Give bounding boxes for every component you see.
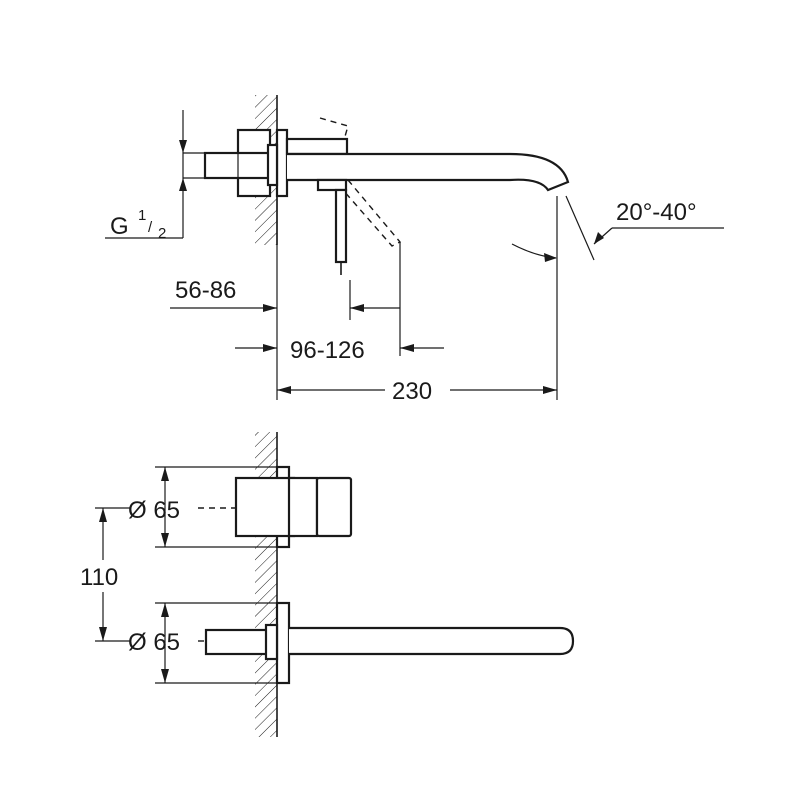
dim-lower-diameter: Ø 65 bbox=[128, 602, 277, 684]
dim-lever-depth-label: 96-126 bbox=[290, 337, 365, 364]
dim-center-distance-label: 110 bbox=[80, 564, 118, 591]
dim-angle: 20°-40° bbox=[511, 195, 724, 262]
thread-label-sub: 2 bbox=[158, 225, 166, 242]
dim-lever-depth: 96-126 bbox=[235, 242, 444, 364]
front-view: Ø 65 110 Ø 65 bbox=[80, 432, 575, 737]
spout bbox=[287, 152, 570, 192]
thread-label-main: G bbox=[110, 213, 129, 240]
thread-label-sup: 1 bbox=[138, 207, 146, 224]
dim-upper-diameter-label: Ø 65 bbox=[128, 497, 180, 524]
dim-mount-depth-label: 56-86 bbox=[175, 277, 236, 304]
lever-rotated-dashed bbox=[319, 117, 402, 247]
dim-upper-diameter: Ø 65 bbox=[128, 466, 277, 548]
thread-label-slash: / bbox=[148, 219, 153, 236]
dim-spout-length: 230 bbox=[277, 196, 558, 405]
thread-dimension: G 1 / 2 bbox=[105, 110, 205, 242]
dim-spout-length-label: 230 bbox=[392, 378, 432, 405]
dim-lower-diameter-label: Ø 65 bbox=[128, 629, 180, 656]
lever bbox=[316, 178, 348, 275]
lever-housing bbox=[285, 137, 349, 156]
dim-mount-depth: 56-86 bbox=[170, 196, 400, 400]
lower-assembly bbox=[204, 601, 575, 685]
upper-assembly bbox=[234, 465, 353, 549]
side-view: G 1 / 2 56-86 96-126 bbox=[105, 95, 724, 405]
dim-center-distance: 110 bbox=[80, 507, 130, 642]
wall-plate bbox=[275, 128, 289, 198]
wall-plate-seal bbox=[266, 143, 279, 187]
inlet-pipe bbox=[203, 151, 272, 180]
dim-angle-label: 20°-40° bbox=[616, 199, 697, 226]
